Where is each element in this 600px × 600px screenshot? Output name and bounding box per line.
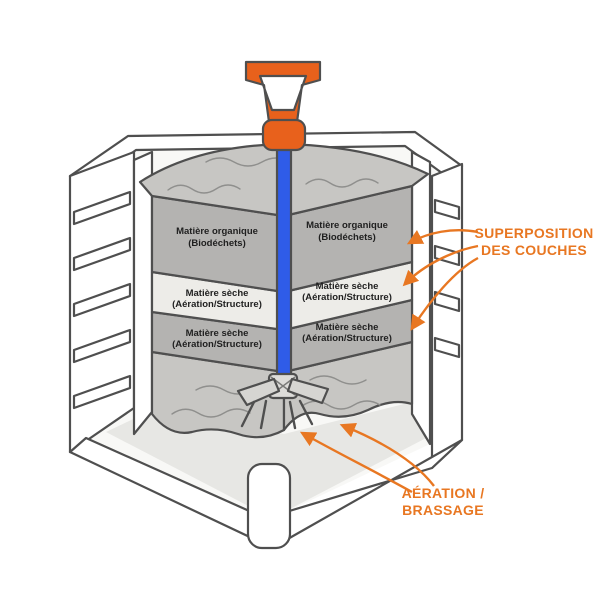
aerator-left-wing bbox=[236, 377, 281, 407]
bin-right-inner-post bbox=[410, 150, 432, 446]
bin-right-wall-slats bbox=[433, 198, 461, 359]
label-organic-right-line1: Matière organique bbox=[306, 220, 388, 231]
texture-line bbox=[305, 178, 379, 188]
aerator-d-handle bbox=[244, 60, 322, 124]
aerator-tines bbox=[240, 399, 314, 430]
arrow-to-aerator-left bbox=[299, 431, 413, 494]
left-wall-slat bbox=[72, 282, 132, 318]
label-dry-upper-right-line1: Matière sèche bbox=[316, 281, 379, 292]
callout-aeration-line1: AÉRATION / bbox=[402, 485, 485, 501]
arrow-to-aerator-right bbox=[339, 422, 435, 487]
label-dry-lower-right-line1: Matière sèche bbox=[316, 322, 379, 333]
bin-left-wall-slats bbox=[72, 190, 132, 410]
compost-bottom-left-face bbox=[150, 350, 286, 439]
aerator-tool bbox=[236, 60, 330, 430]
right-wall-slat bbox=[433, 336, 461, 359]
bin-front-post bbox=[246, 462, 292, 550]
label-dry-lower-right-line2: (Aération/Structure) bbox=[302, 333, 392, 344]
left-wall-slat bbox=[72, 328, 132, 364]
right-wall-slat bbox=[433, 198, 461, 221]
callout-arrows bbox=[299, 229, 479, 494]
compost-bottom-layer bbox=[150, 340, 414, 439]
callout-superposition-line2: DES COUCHES bbox=[481, 242, 587, 258]
layer-organic bbox=[150, 184, 414, 294]
aerator-handle bbox=[244, 60, 322, 152]
label-organic-left-line2: (Biodéchets) bbox=[188, 238, 246, 249]
label-dry-upper-left-line1: Matière sèche bbox=[186, 288, 249, 299]
label-dry-upper-left-line2: (Aération/Structure) bbox=[172, 299, 262, 310]
compost-bottom-right-face bbox=[282, 340, 414, 432]
callout-aeration-line2: BRASSAGE bbox=[402, 502, 484, 518]
aerator-right-wing bbox=[286, 377, 330, 405]
left-wall-slat bbox=[72, 236, 132, 272]
label-organic-right-line2: (Biodéchets) bbox=[318, 232, 376, 243]
aerator-handle-collar bbox=[261, 118, 307, 152]
aerator-tine bbox=[240, 400, 256, 428]
layer-labels: Matière organique (Biodéchets) Matière o… bbox=[172, 220, 392, 350]
aerator-tine bbox=[298, 399, 314, 426]
right-wall-slat bbox=[433, 290, 461, 313]
left-wall-slat bbox=[72, 190, 132, 226]
label-dry-lower-left-line1: Matière sèche bbox=[186, 328, 249, 339]
label-organic-left-line1: Matière organique bbox=[176, 226, 258, 237]
arrow-to-layer-dry-lower bbox=[410, 256, 479, 331]
arrow-to-layer-organic bbox=[406, 229, 479, 245]
aerator-shaft bbox=[275, 142, 293, 384]
aerator-tine bbox=[288, 400, 297, 430]
texture-line bbox=[171, 408, 251, 418]
callout-superposition-line1: SUPERPOSITION bbox=[474, 225, 593, 241]
label-dry-upper-right-line2: (Aération/Structure) bbox=[302, 292, 392, 303]
texture-line bbox=[167, 184, 241, 194]
left-wall-slat bbox=[72, 374, 132, 410]
label-dry-lower-left-line2: (Aération/Structure) bbox=[172, 339, 262, 350]
texture-line bbox=[309, 375, 367, 385]
arrow-to-layer-dry-upper bbox=[402, 244, 479, 287]
callout-labels: SUPERPOSITION DES COUCHES AÉRATION / BRA… bbox=[402, 225, 594, 518]
aerator-tine bbox=[259, 399, 268, 430]
